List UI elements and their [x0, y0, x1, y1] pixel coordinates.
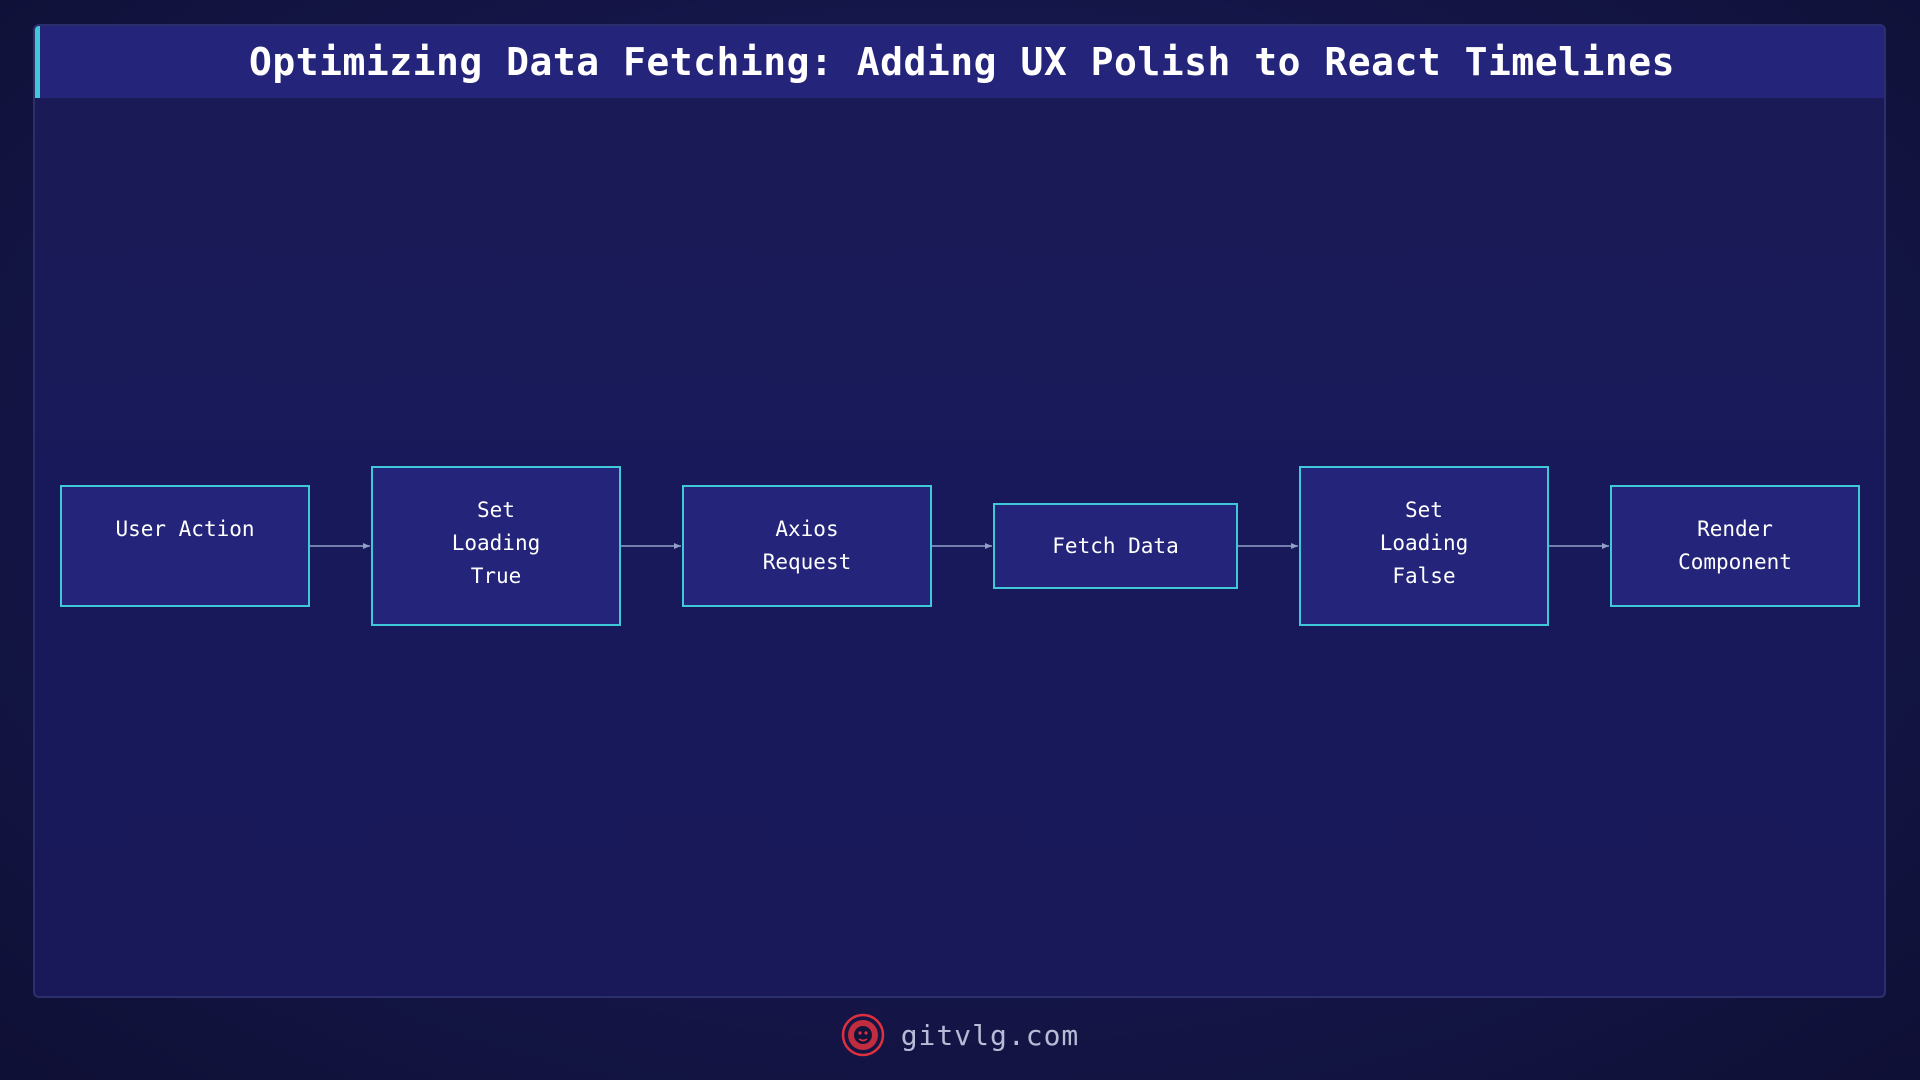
- node-fetch-data: Fetch Data: [993, 503, 1238, 589]
- footer: gitvlg.com: [0, 1010, 1920, 1060]
- node-label: User Action: [115, 517, 255, 541]
- node-render-component: Render Component: [1610, 485, 1860, 607]
- brand-name: gitvlg.com: [900, 1018, 1080, 1052]
- page-title: Optimizing Data Fetching: Adding UX Poli…: [248, 40, 1676, 84]
- node-axios-request: Axios Request: [682, 485, 932, 607]
- node-label: Render Component: [1678, 517, 1792, 574]
- node-label: Set Loading False: [1379, 498, 1469, 588]
- title-bar: Optimizing Data Fetching: Adding UX Poli…: [35, 26, 1884, 98]
- node-label: Set Loading True: [451, 498, 541, 588]
- node-set-loading-false: Set Loading False: [1299, 466, 1549, 626]
- node-set-loading-true: Set Loading True: [371, 466, 621, 626]
- node-label: Fetch Data: [1052, 533, 1179, 558]
- node-label: Axios Request: [762, 517, 852, 574]
- node-user-action: User Action: [60, 485, 310, 607]
- lion-logo-icon: [841, 1013, 884, 1057]
- diagram-panel: Optimizing Data Fetching: Adding UX Poli…: [33, 24, 1886, 998]
